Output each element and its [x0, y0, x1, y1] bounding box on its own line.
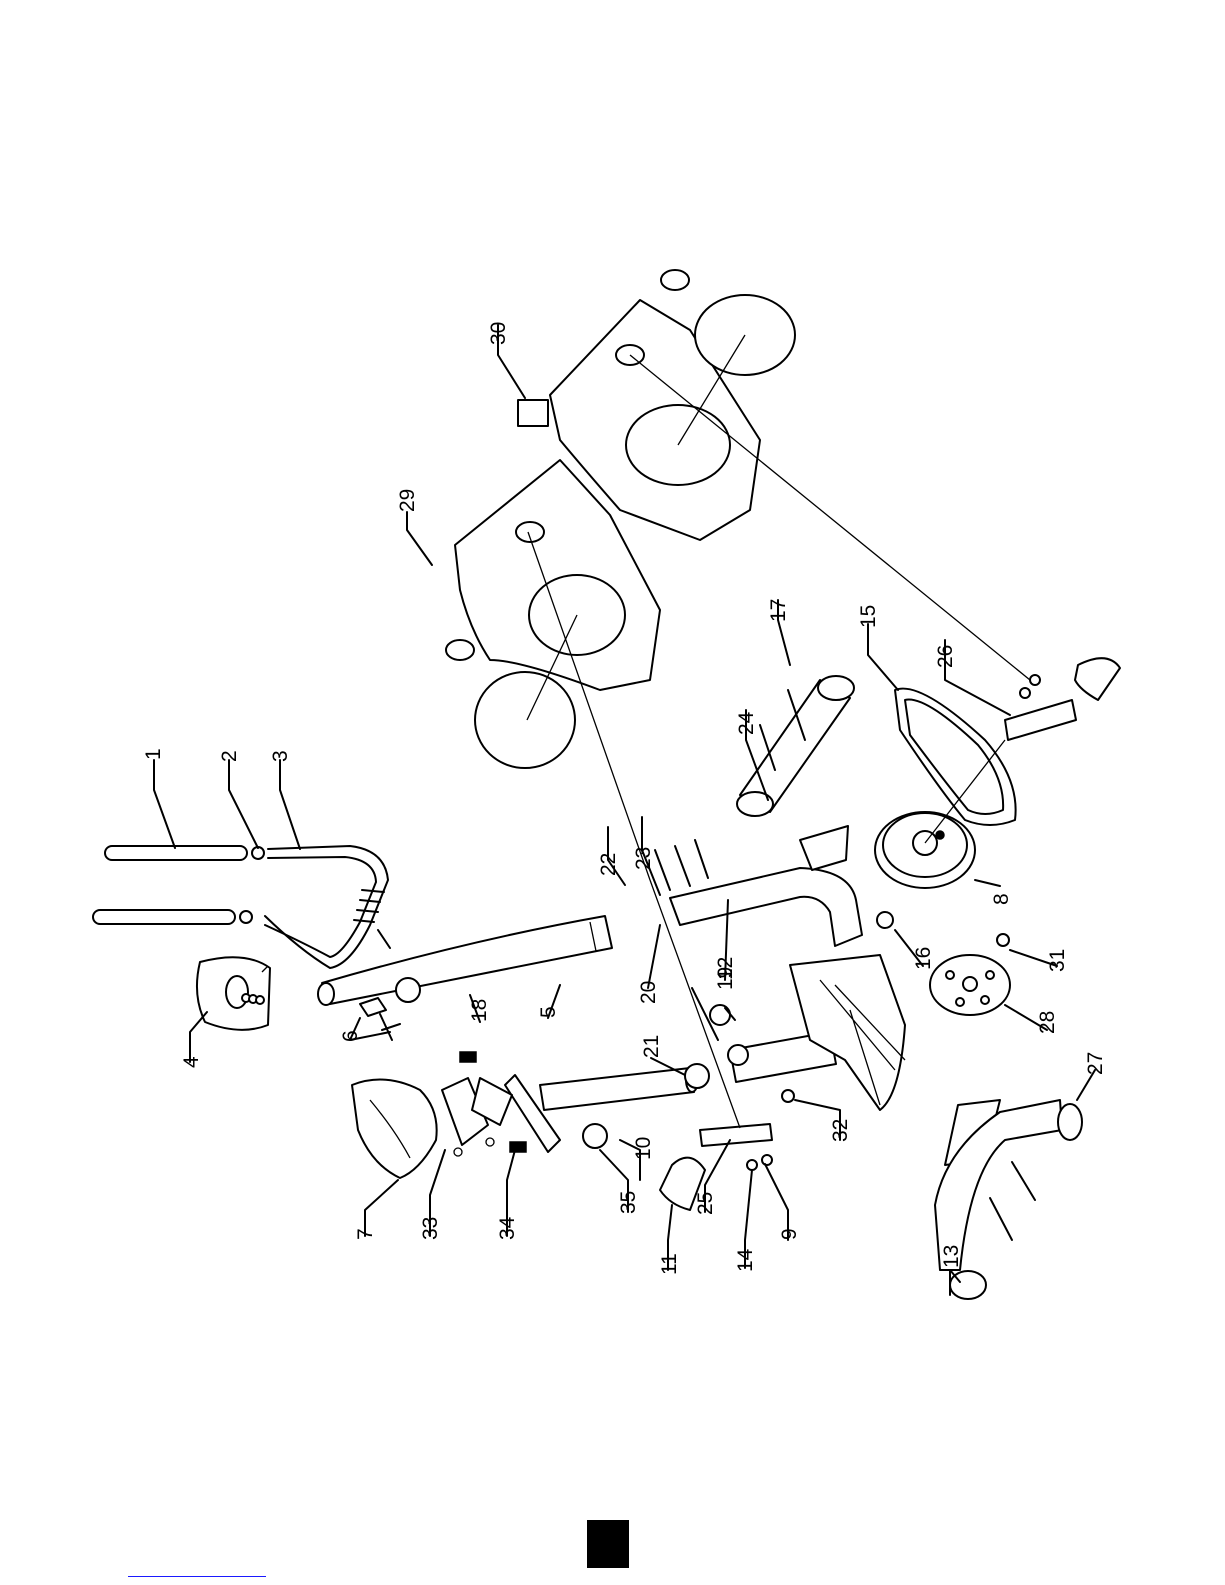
- handlebar-post: [318, 916, 612, 1005]
- callout-17: 17: [767, 599, 790, 622]
- callout-27: 27: [1084, 1052, 1107, 1075]
- callout-20: 20: [637, 981, 660, 1004]
- callout-5: 5: [537, 1006, 560, 1018]
- callout-24: 24: [735, 711, 758, 735]
- callout-26: 26: [934, 645, 957, 668]
- handlebar-grips: [93, 846, 264, 924]
- callout-25: 25: [694, 1192, 717, 1215]
- callout-32: 32: [829, 1119, 852, 1142]
- flywheel: [875, 812, 975, 888]
- callout-18: 18: [468, 999, 491, 1022]
- callout-10: 10: [632, 1137, 655, 1160]
- callout-14: 14: [734, 1248, 757, 1272]
- handlebar: [265, 846, 390, 968]
- callout-33: 33: [419, 1217, 442, 1240]
- console: [197, 957, 270, 1030]
- footer-link-underline[interactable]: [128, 1576, 266, 1577]
- callout-29: 29: [396, 489, 419, 512]
- callout-19: 19: [714, 967, 737, 990]
- callout-13: 13: [940, 1245, 963, 1268]
- saddle: [352, 1080, 437, 1178]
- callout-21: 21: [640, 1035, 663, 1058]
- callout-7: 7: [354, 1228, 377, 1240]
- callout-4: 4: [180, 1056, 203, 1068]
- pedal-crank-right: [1005, 658, 1120, 740]
- callout-31: 31: [1046, 949, 1069, 972]
- callout-3: 3: [269, 750, 292, 762]
- callout-34: 34: [496, 1216, 519, 1240]
- pulley: [930, 955, 1010, 1015]
- callout-6: 6: [339, 1030, 362, 1042]
- callout-2: 2: [218, 750, 241, 762]
- callout-16: 16: [912, 947, 935, 970]
- callout-11: 11: [658, 1253, 681, 1275]
- callout-35: 35: [617, 1191, 640, 1214]
- callout-23: 23: [632, 847, 655, 870]
- callout-30: 30: [487, 322, 510, 345]
- callout-1: 1: [142, 748, 165, 760]
- callout-9: 9: [778, 1228, 801, 1240]
- callout-8: 8: [990, 893, 1013, 905]
- callout-22: 22: [597, 853, 620, 876]
- callout-28: 28: [1036, 1011, 1059, 1034]
- callout-15: 15: [857, 605, 880, 628]
- front-stabilizer: [737, 676, 854, 816]
- page-number-block: [587, 1520, 629, 1568]
- saddle-clamp: [442, 1052, 526, 1156]
